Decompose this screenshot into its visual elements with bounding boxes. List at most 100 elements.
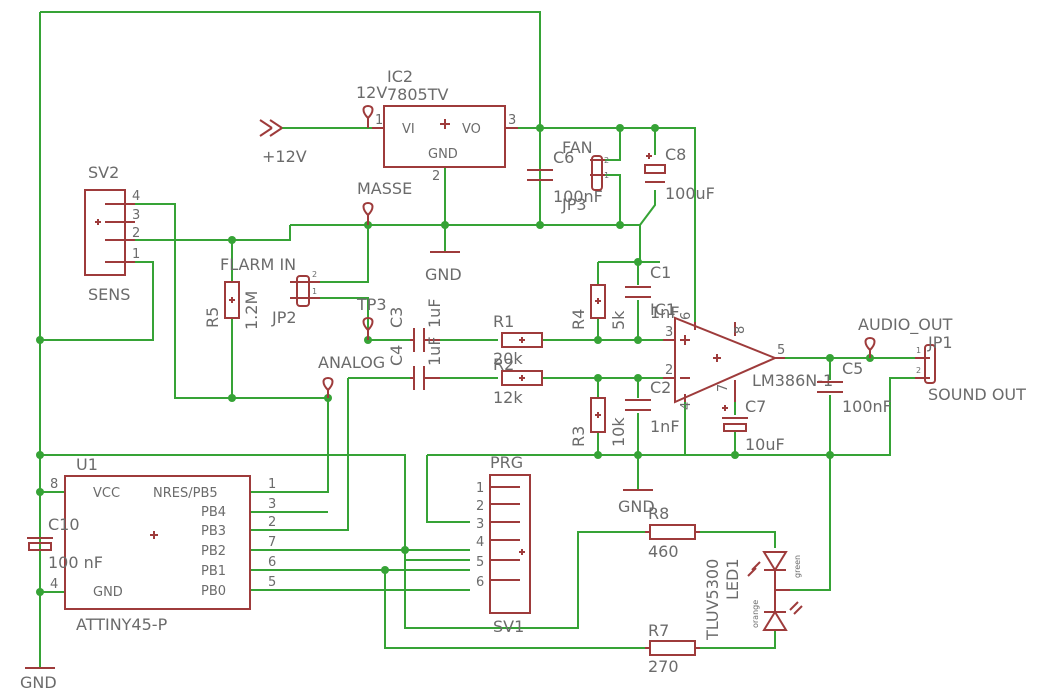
c3-capacitor: C3 1uF [387, 298, 444, 352]
u1-pb1: PB1 [201, 564, 226, 579]
ic2-name: IC2 [387, 67, 413, 86]
supply-12v: +12V [259, 119, 307, 166]
analog-label: ANALOG [318, 353, 385, 372]
c4-value: 1uF [425, 336, 444, 366]
gnd-main-label: GND [20, 673, 57, 692]
wires [39, 11, 915, 668]
c7-value: 10uF [745, 435, 785, 454]
ic1-pin6: 6 [679, 312, 694, 320]
tp3-testpoint: TP3 [356, 295, 387, 340]
sv1-programming-header: PRG SV1 1 2 3 4 5 6 [476, 453, 531, 636]
r5-resistor: R5 1.2M [203, 281, 261, 330]
c6-value: 100nF [553, 187, 603, 206]
sv1-pin3: 3 [476, 517, 484, 532]
r8-name: R8 [648, 504, 669, 523]
r4-resistor: R4 5k [569, 284, 628, 330]
sv2-pin-2: 2 [132, 226, 140, 241]
u1-pin6: 6 [268, 555, 276, 570]
sv1-pin2: 2 [476, 499, 484, 514]
masse-testpoint: MASSE [357, 179, 412, 225]
u1-microcontroller: U1 ATTINY45-P VCC GND 8 4 NRES/PB5 PB4 P… [50, 455, 276, 634]
ic2-regulator: IC2 7805TV VI VO GND 1 3 2 [372, 67, 518, 184]
c2-capacitor: C2 1nF [625, 378, 680, 436]
u1-gnd-label: GND [93, 585, 123, 600]
jp1-sound-jumper: JP1 1 2 SOUND OUT [915, 333, 1026, 404]
c10-value: 100 nF [48, 553, 103, 572]
jp3-pin2: 2 [604, 156, 609, 165]
c8-capacitor: C8 100uF [644, 145, 715, 203]
jp2-flarm-jumper: FLARM IN JP2 2 1 [220, 255, 320, 327]
u1-nres-pb5: NRES/PB5 [153, 486, 218, 501]
led-green-label: green [793, 555, 802, 578]
jp2-pin1: 1 [312, 287, 317, 296]
r4-value: 5k [609, 310, 628, 330]
c3-name: C3 [387, 307, 406, 328]
c6-capacitor: C6 100nF [527, 148, 603, 206]
flarm-in-label: FLARM IN [220, 255, 296, 274]
sv2-pin-4: 4 [132, 189, 140, 204]
u1-pin8: 8 [50, 477, 58, 492]
c5-capacitor: C5 100nF [817, 359, 892, 416]
u1-pb3: PB3 [201, 524, 226, 539]
sv2-value: SENS [88, 285, 130, 304]
sv1-name: SV1 [493, 617, 524, 636]
r7-name: R7 [648, 621, 669, 640]
c7-name: C7 [745, 397, 766, 416]
c8-name: C8 [665, 145, 686, 164]
led1-dual-led: TLUV5300 LED1 green orange [703, 551, 803, 641]
u1-pin3: 3 [268, 497, 276, 512]
jp3-name: JP3 [561, 195, 587, 214]
gnd-ic2: GND [425, 251, 462, 284]
u1-pb0: PB0 [201, 584, 226, 599]
r1-resistor: R1 20k [493, 312, 543, 368]
c8-value: 100uF [665, 184, 715, 203]
c6-name: C6 [553, 148, 574, 167]
r4-name: R4 [569, 309, 588, 330]
led1-value: TLUV5300 [703, 559, 722, 641]
u1-pin1: 1 [268, 477, 276, 492]
r2-resistor: R2 12k [493, 355, 543, 407]
ic1-pin2: 2 [665, 363, 673, 378]
gnd-main: GND [20, 667, 57, 692]
analog-testpoint: ANALOG [318, 353, 385, 398]
r7-value: 270 [648, 657, 679, 676]
c1-value: 1nF [650, 303, 680, 322]
u1-vcc-label: VCC [93, 486, 120, 501]
c2-name: C2 [650, 378, 671, 397]
audio-out-label: AUDIO_OUT [858, 315, 953, 335]
sv2-pin-1: 1 [132, 247, 140, 262]
r3-value: 10k [609, 417, 628, 447]
u1-pin7: 7 [268, 535, 276, 550]
sv2-name: SV2 [88, 163, 119, 182]
r1-name: R1 [493, 312, 514, 331]
tp3-label: TP3 [356, 295, 387, 314]
ic2-value: 7805TV [387, 85, 448, 104]
r5-name: R5 [203, 307, 222, 328]
ic1-pin3: 3 [665, 325, 673, 340]
r2-name: R2 [493, 355, 514, 374]
r1-value: 20k [493, 349, 523, 368]
c5-name: C5 [842, 359, 863, 378]
jp3-pin1: 1 [604, 171, 609, 180]
sv1-pin4: 4 [476, 535, 484, 550]
ic1-pin4: 4 [679, 402, 694, 410]
ic1-pin7: 7 [716, 384, 731, 392]
jp3-fan-jumper: FAN JP3 2 1 [561, 138, 609, 214]
gnd-c2-label: GND [618, 497, 655, 516]
c5-value: 100nF [842, 397, 892, 416]
u1-pin2: 2 [268, 515, 276, 530]
sound-out-label: SOUND OUT [928, 385, 1026, 404]
r2-value: 12k [493, 388, 523, 407]
audio-out-testpoint: AUDIO_OUT [858, 315, 953, 358]
u1-value: ATTINY45-P [76, 615, 168, 634]
fan-label: FAN [562, 138, 593, 157]
r8-value: 460 [648, 542, 679, 561]
ic2-vi-label: VI [402, 122, 415, 137]
jp2-pin2: 2 [312, 270, 317, 279]
masse-label: MASSE [357, 179, 412, 198]
sv1-pin6: 6 [476, 575, 484, 590]
jp1-name: JP1 [927, 333, 953, 352]
led-orange-label: orange [751, 600, 760, 628]
ic2-pin1: 1 [375, 113, 383, 128]
